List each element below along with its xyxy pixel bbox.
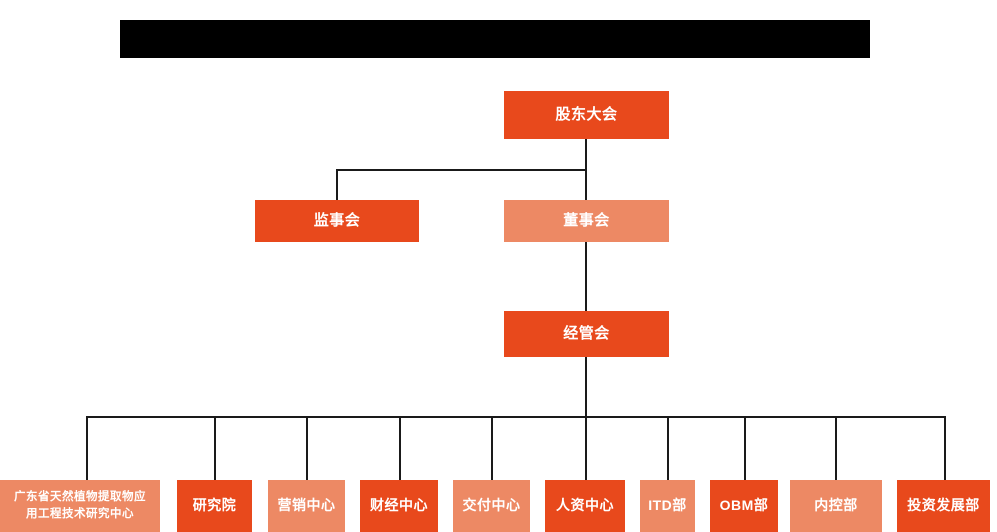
connector-shareholders-down [585, 139, 587, 170]
connector-drop-finance [399, 416, 401, 480]
node-management-committee[interactable]: 经管会 [504, 311, 669, 357]
connector-management-down [585, 357, 587, 417]
connector-drop-hr [585, 416, 587, 480]
node-investment-development-department[interactable]: 投资发展部 [897, 480, 990, 532]
node-research-institute[interactable]: 研究院 [177, 480, 252, 532]
connector-drop-internal-control [835, 416, 837, 480]
node-label-line2: 用工程技术研究中心 [26, 508, 134, 520]
node-obm-department[interactable]: OBM部 [710, 480, 778, 532]
connector-level4-bus [86, 416, 945, 418]
connector-to-directors [585, 169, 587, 200]
connector-drop-marketing [306, 416, 308, 480]
node-shareholders-meeting[interactable]: 股东大会 [504, 91, 669, 139]
node-internal-control-department[interactable]: 内控部 [790, 480, 882, 532]
connector-drop-obm [744, 416, 746, 480]
connector-drop-investment [944, 416, 946, 480]
node-board-of-directors[interactable]: 董事会 [504, 200, 669, 242]
connector-drop-research-center [86, 416, 88, 480]
node-guangdong-research-center[interactable]: 广东省天然植物提取物应 用工程技术研究中心 [0, 480, 160, 532]
connector-to-supervisors [336, 169, 338, 200]
connector-drop-itd [667, 416, 669, 480]
node-label-line1: 广东省天然植物提取物应 [14, 491, 146, 504]
node-itd-department[interactable]: ITD部 [640, 480, 695, 532]
node-marketing-center[interactable]: 营销中心 [268, 480, 345, 532]
connector-directors-to-management [585, 242, 587, 311]
node-delivery-center[interactable]: 交付中心 [453, 480, 530, 532]
connector-level2-bus [336, 169, 587, 171]
redacted-title-bar [120, 20, 870, 58]
connector-drop-institute [214, 416, 216, 480]
node-board-of-supervisors[interactable]: 监事会 [255, 200, 419, 242]
connector-drop-delivery [491, 416, 493, 480]
node-hr-center[interactable]: 人资中心 [545, 480, 625, 532]
node-finance-center[interactable]: 财经中心 [360, 480, 438, 532]
